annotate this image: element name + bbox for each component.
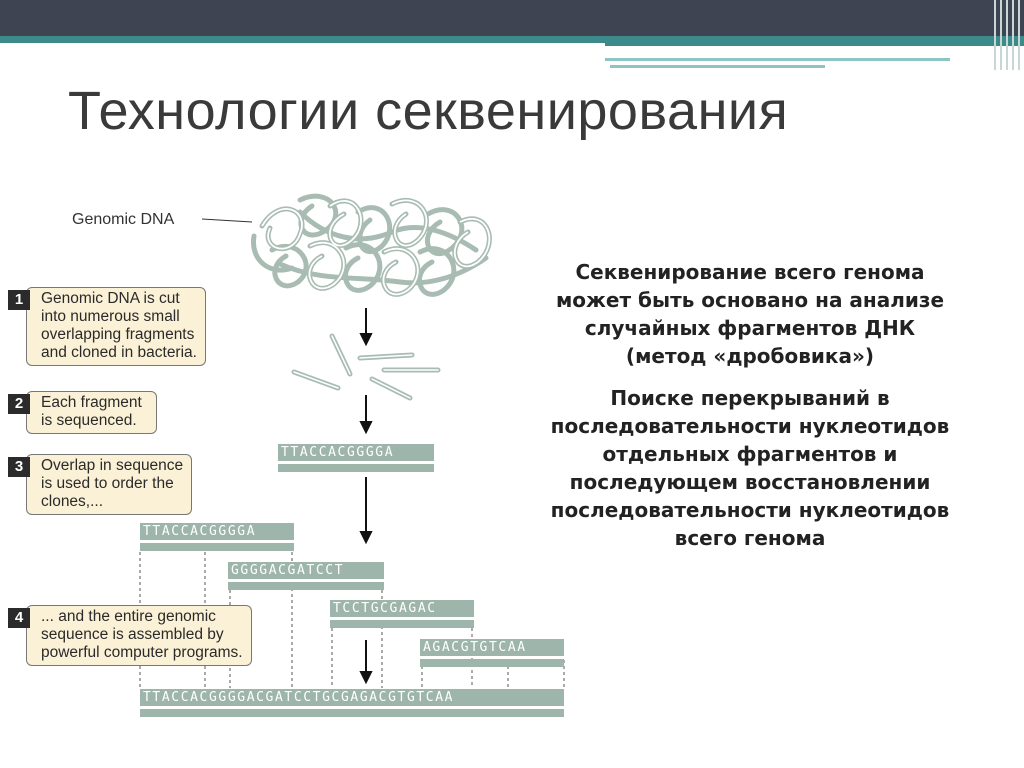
- text-line: последовательности нуклеотидов: [550, 498, 950, 522]
- text-line: (метод «дробовика»): [625, 344, 875, 368]
- step-2-description: Each fragment is sequenced.: [26, 391, 157, 434]
- step-text-line: Genomic DNA is cut: [41, 290, 180, 307]
- step-text-line: overlapping fragments: [41, 326, 195, 343]
- assembled-sequence-strand: [140, 709, 564, 717]
- genomic-dna-label: Genomic DNA: [72, 211, 175, 228]
- header-band: [0, 0, 1024, 36]
- text-line: последовательности нуклеотидов: [550, 414, 950, 438]
- step-text-line: Each fragment: [41, 394, 142, 411]
- text-line: последующем восстановлении: [569, 470, 931, 494]
- text-line: Секвенирование всего генома: [575, 260, 925, 284]
- genomic-dna-tangle-inner: [261, 199, 491, 296]
- step-3: 3 Overlap in sequence is used to order t…: [8, 454, 193, 515]
- step-2: 2 Each fragment is sequenced.: [8, 391, 157, 434]
- overlap-fragment-3: TCCTGCGAGAC: [330, 600, 474, 617]
- step-text-line: into numerous small: [41, 308, 180, 325]
- overlap-fragment-4-strand: [420, 659, 564, 667]
- step-4-description: ... and the entire genomic sequence is a…: [26, 605, 252, 666]
- header-accent-strip: [610, 65, 825, 68]
- overlap-fragment-2-strand: [228, 582, 384, 590]
- step-text-line: clones,...: [41, 493, 104, 510]
- description-paragraph-1: Секвенирование всего генома может быть о…: [510, 258, 990, 370]
- text-line: Поиске перекрываний в: [610, 386, 890, 410]
- overlap-fragment-2: GGGGACGATCCT: [228, 562, 384, 579]
- text-line: всего генома: [674, 526, 826, 550]
- step-text-line: Overlap in sequence: [41, 457, 184, 474]
- step-text-line: is sequenced.: [41, 412, 137, 429]
- description-paragraph-2: Поиске перекрываний в последовательности…: [510, 384, 990, 552]
- genomic-dna-tangle: [251, 193, 492, 297]
- step-number-badge: 2: [8, 394, 30, 414]
- slide-title: Технологии секвенирования: [68, 81, 789, 141]
- step-text-line: ... and the entire genomic: [41, 608, 216, 625]
- overlap-fragment-1-strand: [140, 543, 294, 551]
- text-line: может быть основано на анализе: [555, 288, 945, 312]
- step-number-badge: 1: [8, 290, 30, 310]
- header-teal-band: [0, 36, 1024, 46]
- step-text-line: powerful computer programs.: [41, 644, 243, 661]
- step-1-description: Genomic DNA is cut into numerous small o…: [26, 287, 206, 366]
- flow-arrows: [359, 308, 373, 685]
- genomic-label-leader: [201, 218, 253, 223]
- step-3-description: Overlap in sequence is used to order the…: [26, 454, 193, 515]
- step-text-line: sequence is assembled by: [41, 626, 224, 643]
- overlap-fragment-4: AGACGTGTCAA: [420, 639, 564, 656]
- header-accent-line: [0, 43, 605, 46]
- corner-decoration: [990, 0, 1024, 70]
- step-4: 4 ... and the entire genomic sequence is…: [8, 605, 252, 666]
- sequenced-fragment: TTACCACGGGGA: [278, 444, 434, 461]
- text-line: отдельных фрагментов и: [602, 442, 898, 466]
- step-number-badge: 4: [8, 608, 30, 628]
- overlap-fragment-3-strand: [330, 620, 474, 628]
- overlap-fragment-1: TTACCACGGGGA: [140, 523, 294, 540]
- sequenced-fragment-strand: [278, 464, 434, 472]
- step-number-badge: 3: [8, 457, 30, 477]
- header-accent-strip: [605, 58, 950, 61]
- step-text-line: and cloned in bacteria.: [41, 344, 197, 361]
- text-line: случайных фрагментов ДНК: [584, 316, 916, 340]
- dna-fragments-inner: [293, 335, 439, 399]
- assembled-sequence: TTACCACGGGGACGATCCTGCGAGACGTGTCAA: [140, 689, 564, 706]
- step-1: 1 Genomic DNA is cut into numerous small…: [8, 287, 206, 366]
- step-text-line: is used to order the: [41, 475, 174, 492]
